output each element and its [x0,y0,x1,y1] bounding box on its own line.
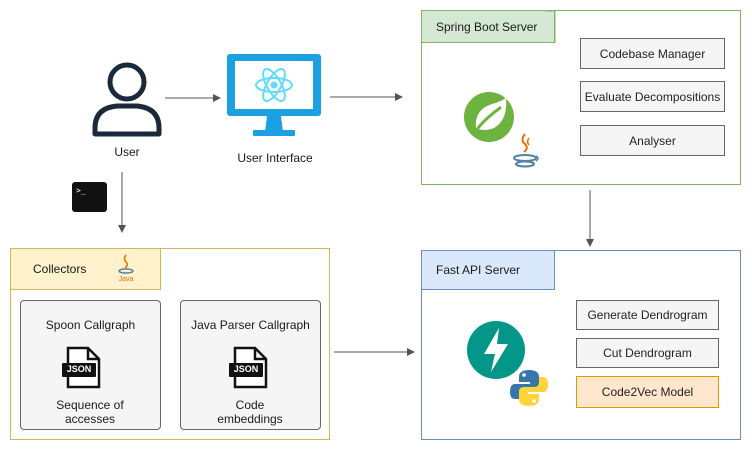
fastapi-logo-icon [467,321,525,379]
evaluate-decompositions-label: Evaluate Decompositions [584,89,721,104]
codebase-manager-label: Codebase Manager [599,46,706,61]
json-file-icon [229,346,268,389]
json-badge-left: JSON [66,364,92,374]
java-logo-small-text: Java [118,276,134,283]
analyser-label: Analyser [629,133,676,148]
java-parser-callgraph-title: Java Parser Callgraph [191,318,310,332]
java-logo-icon [513,133,539,168]
user-icon [92,62,162,137]
spring-logo-icon [464,92,514,142]
collectors-group [10,248,330,440]
collectors-title-text: Collectors [33,262,87,276]
java-parser-callgraph-caption: Code embeddings [217,398,283,426]
fastapi-title-text: Fast API Server [436,263,521,277]
generate-dendrogram-label: Generate Dendrogram [587,308,708,322]
collectors-title: Collectors [11,249,161,290]
evaluate-decompositions-box[interactable]: Evaluate Decompositions [580,81,725,112]
terminal-icon: >_ [72,182,107,212]
spoon-callgraph-title: Spoon Callgraph [45,318,136,332]
json-badge-right: JSON [233,364,259,374]
codebase-manager-box[interactable]: Codebase Manager [580,38,725,69]
code2vec-model-label: Code2Vec Model [601,385,694,399]
spring-title-text: Spring Boot Server [436,19,538,34]
user-label: User [114,145,140,159]
spoon-callgraph-caption: Sequence of accesses [56,398,124,426]
spring-boot-server [421,10,741,185]
fastapi-server [421,250,741,440]
generate-dendrogram-box[interactable]: Generate Dendrogram [576,300,719,330]
cut-dendrogram-box[interactable]: Cut Dendrogram [576,338,719,368]
cut-dendrogram-label: Cut Dendrogram [603,346,692,360]
monitor-icon [227,54,321,136]
analyser-box[interactable]: Analyser [580,125,725,156]
spring-boot-server-title: Spring Boot Server [422,11,555,43]
code2vec-model-box[interactable]: Code2Vec Model [576,376,719,408]
terminal-prompt: >_ [76,186,86,195]
spring-tab-notch [545,10,556,43]
ui-label: User Interface [237,151,313,165]
python-logo-icon [510,370,548,406]
fastapi-server-title: Fast API Server [422,251,555,290]
java-logo-small-icon [118,254,134,274]
json-file-icon [62,346,101,389]
